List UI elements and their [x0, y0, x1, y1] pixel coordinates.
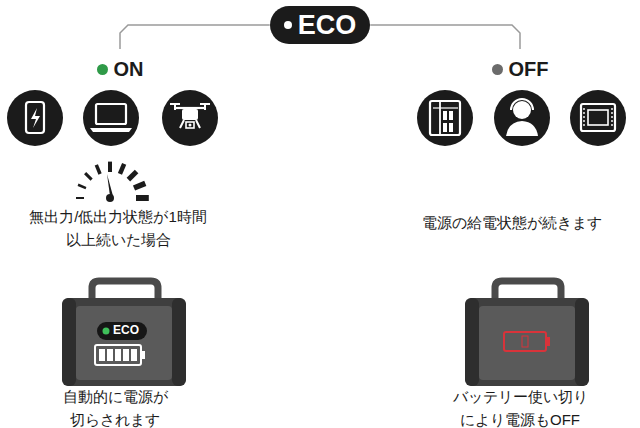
- status-dot: [284, 21, 292, 29]
- branch-connector: [120, 25, 270, 49]
- condition-note: 無出力/低出力状態が1時間 以上続いた場合: [3, 206, 233, 251]
- gauge-tick: [136, 195, 149, 201]
- device-icons-off: [417, 90, 626, 146]
- gauge-icon: [76, 162, 149, 202]
- eco-badge: ECO: [270, 6, 371, 44]
- gauge-tick: [120, 164, 124, 174]
- result-note: バッテリー使い切り により電源もOFF: [430, 386, 610, 428]
- gauge-tick: [85, 173, 92, 180]
- gauge-tick: [108, 162, 112, 172]
- gauge-tick: [96, 165, 100, 174]
- off-heading: OFF: [488, 55, 553, 83]
- gauge-hub: [106, 194, 114, 202]
- node-text: ECO: [298, 10, 357, 41]
- status-dot: [492, 64, 503, 75]
- eco-indicator: ECO: [113, 323, 139, 339]
- result-note: 自動的に電源が 切らされます: [45, 386, 185, 428]
- device-icons-on: [7, 90, 218, 146]
- status-dot: [97, 64, 108, 75]
- gauge-needle: [107, 174, 113, 196]
- gauge-tick: [128, 171, 136, 179]
- node-text: OFF: [509, 58, 549, 81]
- power-station-off: [465, 281, 589, 386]
- condition-note: 電源の給電状態が続きます: [422, 212, 602, 235]
- node-text: ON: [114, 58, 144, 81]
- gauge-tick: [76, 197, 84, 199]
- power-station-eco: [62, 281, 186, 386]
- on-heading: ON: [93, 55, 148, 83]
- gauge-tick: [78, 185, 86, 188]
- gauge-tick: [134, 183, 145, 188]
- branch-connector: [370, 25, 520, 49]
